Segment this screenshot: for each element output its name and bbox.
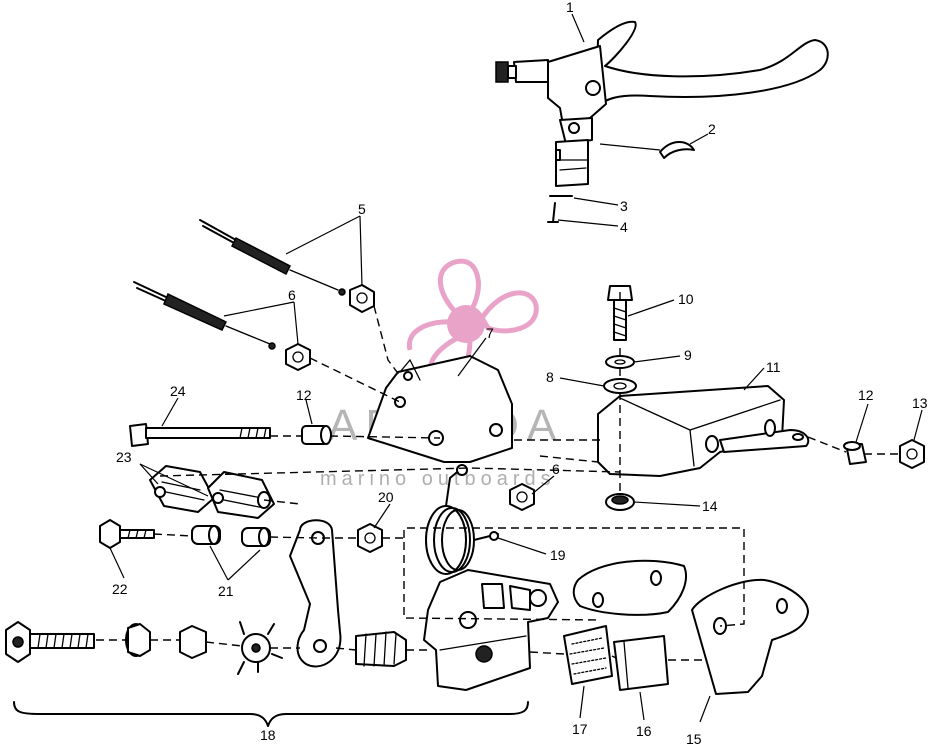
callout-20: 20 (378, 489, 394, 505)
callout-1: 1 (566, 0, 574, 15)
part-bushing-12-left (301, 425, 332, 445)
part-threaded-plunger-18 (355, 631, 407, 667)
callout-24: 24 (170, 383, 186, 399)
callout-8: 8 (546, 369, 554, 385)
part-spacer-14 (605, 493, 635, 511)
callout-18: 18 (260, 727, 276, 743)
part-row-18 (5, 621, 407, 675)
group-bracket-18 (13, 701, 529, 727)
watermark-tagline: marino outboards (320, 468, 556, 490)
assembly-lines (96, 288, 900, 661)
part-cable-upper (199, 219, 346, 296)
callout-19: 19 (550, 547, 566, 563)
part-caliper-body (423, 569, 559, 691)
part-bracket-23-left (149, 465, 215, 513)
callout-2: 2 (708, 121, 716, 137)
callout-6-upper: 6 (288, 287, 296, 303)
callout-16: 16 (636, 723, 652, 739)
part-bracket-23-right (207, 471, 275, 519)
part-bushing-12-right (843, 441, 867, 465)
callout-15: 15 (686, 731, 702, 745)
callout-22: 22 (112, 581, 128, 597)
part-link-arm (289, 519, 342, 668)
part-bolt-22 (99, 519, 155, 549)
part-pad-holder-15 (691, 578, 809, 695)
callout-21: 21 (218, 583, 234, 599)
callout-12-left: 12 (296, 387, 312, 403)
part-actuator-bracket (367, 355, 513, 463)
part-nut-6-lower (509, 483, 535, 511)
part-hex-nut-18 (179, 625, 207, 659)
part-flange-nut-18 (125, 623, 151, 657)
part-brake-pad-16 (613, 635, 669, 691)
callout-labels: 1 2 3 4 5 6 6 7 8 9 10 11 12 12 13 14 15… (112, 0, 928, 745)
watermark-logo: ARMADA marino outboards (320, 258, 556, 490)
part-nut-6-upper (285, 343, 311, 371)
part-brake-lever-assembly (495, 20, 829, 187)
part-long-bolt-18 (5, 621, 95, 663)
part-torsion-spring (425, 464, 499, 575)
callout-12-right: 12 (858, 387, 874, 403)
callout-7: 7 (486, 325, 494, 341)
callout-13: 13 (912, 395, 928, 411)
callout-23: 23 (116, 449, 132, 465)
part-crescent-spacer (659, 141, 695, 159)
part-bushing-21-left (191, 525, 221, 545)
leader-lines (109, 13, 923, 723)
part-shim-plate (572, 559, 687, 616)
part-bushing-21-right (241, 527, 271, 547)
callout-6-lower: 6 (552, 461, 560, 477)
part-washer-9 (605, 355, 635, 369)
callout-17: 17 (572, 721, 588, 737)
callout-5: 5 (358, 201, 366, 217)
part-brake-pad-17 (563, 625, 613, 685)
callout-11: 11 (766, 359, 781, 375)
part-nut-20 (357, 523, 383, 553)
part-nut-13 (899, 439, 925, 469)
callout-9: 9 (684, 347, 692, 363)
part-washer-8 (603, 378, 637, 394)
part-nut-5 (349, 284, 375, 313)
callout-3: 3 (620, 198, 628, 214)
part-small-screw (547, 202, 559, 223)
part-cable-lower (133, 281, 276, 350)
callout-14: 14 (702, 498, 718, 514)
callout-10: 10 (678, 291, 694, 307)
callout-4: 4 (620, 219, 628, 235)
part-caliper-mount-bracket (597, 385, 810, 477)
part-long-bolt-24 (129, 423, 271, 447)
